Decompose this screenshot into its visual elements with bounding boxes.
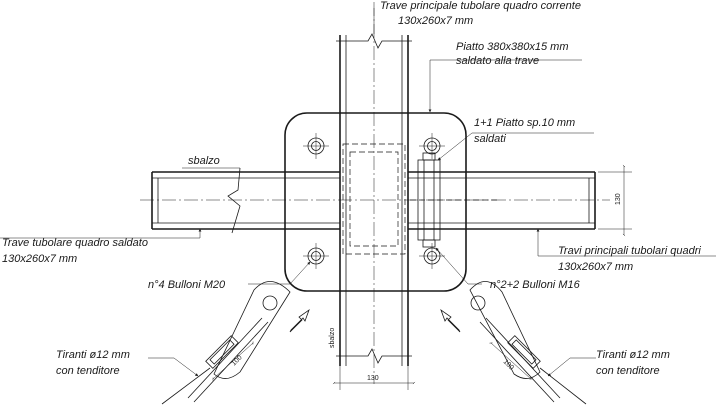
bolt-m20-top-left xyxy=(303,133,329,159)
label-main-beam-2: 130x260x7 mm xyxy=(398,15,473,27)
right-tie-rod xyxy=(469,281,587,405)
label-flats-1: 1+1 Piatto sp.10 mm xyxy=(474,117,575,129)
leader-lines xyxy=(0,8,716,377)
dimension-beam-width: 130 xyxy=(332,366,416,390)
bolt-m20-top-right xyxy=(419,133,445,159)
vertical-main-beam xyxy=(336,2,412,384)
label-side-beam-1: Trave tubolare quadro saldato xyxy=(2,237,148,249)
left-tie-rod xyxy=(161,281,291,405)
label-bolts-m16: n°2+2 Bulloni M16 xyxy=(490,279,581,291)
dim-beam-height-text: 130 xyxy=(615,193,622,205)
dim-tie-right-text: 100 xyxy=(502,358,515,371)
label-side-beam-2: 130x260x7 mm xyxy=(2,253,77,265)
label-cantilever-vertical: sbalzo xyxy=(329,328,336,348)
label-main-beams-2: 130x260x7 mm xyxy=(558,261,633,273)
label-tie-right-1: Tiranti ø12 mm xyxy=(596,349,670,361)
label-tie-left-1: Tiranti ø12 mm xyxy=(56,349,130,361)
label-cantilever: sbalzo xyxy=(188,155,220,167)
left-cantilever-beam xyxy=(151,167,340,234)
bolt-m20-bottom-left xyxy=(303,243,329,269)
label-tie-left-2: con tenditore xyxy=(56,365,120,377)
label-flats-2: saldati xyxy=(474,133,506,145)
label-main-beam-1: Trave principale tubolare quadro corrent… xyxy=(380,0,581,12)
dim-tie-left-text: 100 xyxy=(230,354,243,367)
bolt-m20-bottom-right xyxy=(419,243,445,269)
label-plate-2: saldato alla trave xyxy=(456,55,539,67)
label-plate-1: Piatto 380x380x15 mm xyxy=(456,41,569,53)
label-bolts-m20: n°4 Bulloni M20 xyxy=(148,279,226,291)
label-tie-right-2: con tenditore xyxy=(596,365,660,377)
dimension-beam-height: 130 xyxy=(598,164,632,237)
hidden-stub-outline xyxy=(342,143,406,255)
dim-beam-width-text: 130 xyxy=(367,375,379,382)
force-arrow-right xyxy=(440,308,461,333)
label-main-beams-1: Travi principali tubolari quadri xyxy=(558,245,701,257)
force-arrow-left xyxy=(289,308,310,333)
base-plate xyxy=(284,112,467,292)
